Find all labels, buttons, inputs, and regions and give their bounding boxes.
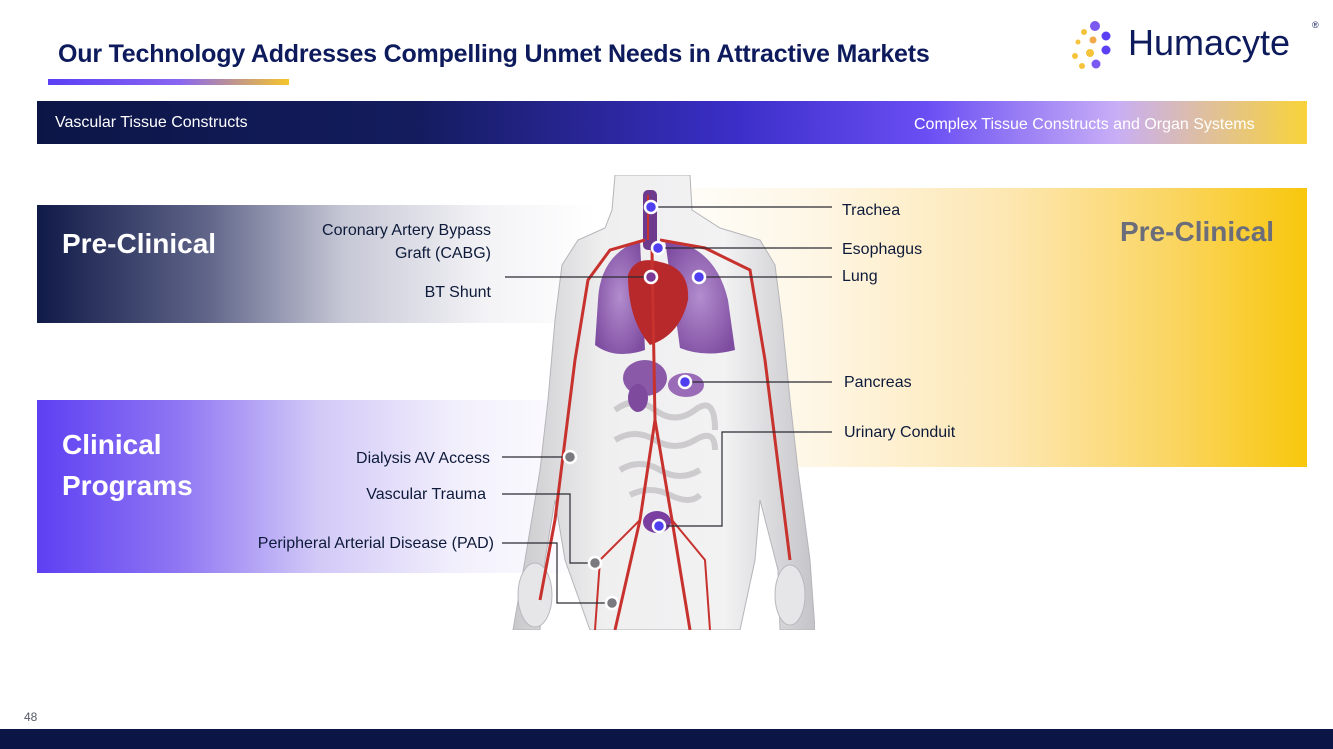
connector-vascular-trauma [502, 493, 595, 564]
preclinical-right-heading: Pre-Clinical [1120, 216, 1275, 247]
clinical-heading-line2: Programs [62, 470, 193, 501]
clinical-programs-band [37, 400, 597, 573]
preclinical-left-band [37, 205, 597, 323]
body-silhouette [512, 175, 815, 630]
category-bar [37, 101, 1307, 144]
label-pad: Peripheral Arterial Disease (PAD) [257, 535, 494, 552]
label-pancreas: Pancreas [844, 374, 912, 391]
label-esophagus: Esophagus [842, 241, 923, 258]
label-vascular-trauma: Vascular Trauma [366, 486, 486, 503]
connector-urinary-conduit [659, 431, 832, 527]
marker-pad [604, 595, 620, 611]
marker-urinary-conduit [651, 518, 667, 534]
marker-trachea [643, 199, 659, 215]
marker-heart [643, 269, 659, 285]
clinical-programs-heading: Clinical Programs [62, 424, 193, 506]
footer-bar [0, 729, 1333, 749]
label-dialysis-av-access: Dialysis AV Access [356, 450, 490, 467]
kidney [628, 384, 648, 412]
heart [628, 260, 689, 345]
label-urinary-conduit: Urinary Conduit [844, 424, 956, 441]
connector-pad [502, 542, 612, 604]
label-bt-shunt: BT Shunt [424, 284, 491, 301]
right-hand [774, 564, 806, 626]
preclinical-left-heading: Pre-Clinical [62, 228, 217, 259]
right-lung [665, 240, 735, 354]
marker-esophagus [650, 240, 666, 256]
marker-lung [691, 269, 707, 285]
label-cabg-line2: Graft (CABG) [394, 245, 491, 262]
arteries [538, 195, 792, 630]
marker-dialysis [562, 449, 578, 465]
complex-tissue-label: Complex Tissue Constructs and Organ Syst… [914, 116, 1255, 133]
label-trachea: Trachea [842, 202, 901, 219]
logo-wordmark: Humacyte [1128, 22, 1291, 63]
vascular-tissue-label: Vascular Tissue Constructs [55, 114, 248, 131]
title-underline [48, 79, 289, 85]
humacyte-logo-icon [1072, 21, 1111, 69]
page-number: 48 [24, 710, 38, 724]
label-lung: Lung [842, 268, 878, 285]
label-cabg-line1: Coronary Artery Bypass [322, 222, 491, 239]
marker-vascular-trauma [587, 555, 603, 571]
registered-mark: ® [1312, 20, 1319, 30]
marker-pancreas [677, 374, 693, 390]
clinical-heading-line1: Clinical [62, 429, 162, 460]
page-title: Our Technology Addresses Compelling Unme… [58, 40, 930, 68]
